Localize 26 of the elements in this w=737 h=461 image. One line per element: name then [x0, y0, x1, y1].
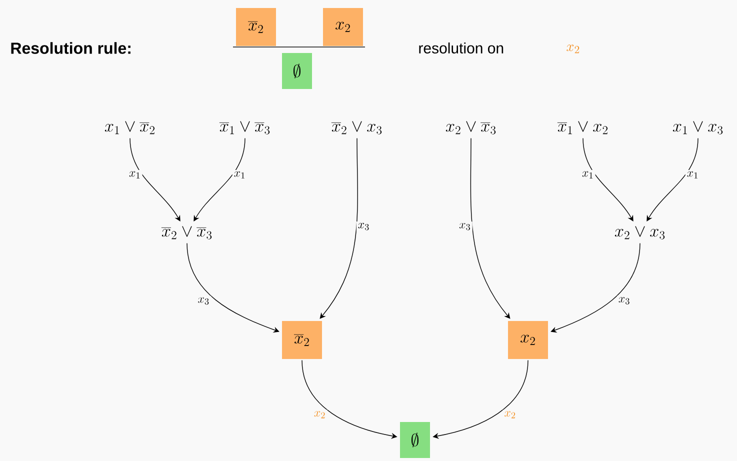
heading-text: Resolution rule:: [11, 42, 130, 54]
arrow: [470, 138, 510, 319]
clause-text: $\overline{x}_1 \vee x_2$: [557, 121, 608, 134]
caption-text: resolution on: [419, 42, 504, 54]
edge-label: $x_3$: [458, 222, 472, 232]
variable-label: $x_2$: [566, 44, 580, 54]
edge-label: $x_1$: [128, 170, 142, 180]
clause-text: $\overline{x}_2 \vee \overline{x}_3$: [161, 226, 212, 240]
clause-text: $\overline{x}_1 \vee \overline{x}_3$: [219, 121, 270, 134]
clause-text: $\overline{x}_2 \vee x_3$: [331, 121, 382, 134]
empty-clause-box: $\emptyset$: [282, 53, 312, 89]
edge-label: $x_2$: [502, 410, 518, 420]
literal-box: $x_2$: [323, 8, 363, 46]
clause-text: $x_2 \vee x_3$: [614, 226, 665, 240]
edge-label: $x_3$: [356, 222, 372, 232]
empty-clause-box: $\emptyset$: [400, 422, 430, 458]
edge-label: $x_3$: [616, 296, 632, 306]
clause-text: $x_1 \vee \overline{x}_2$: [104, 121, 154, 134]
arrow: [550, 242, 640, 333]
literal-box: $\overline{x}_2$: [282, 321, 322, 359]
edge-label: $x_1$: [580, 170, 596, 180]
arrow: [320, 138, 358, 319]
clause-text: $x_2 \vee \overline{x}_3$: [446, 121, 496, 134]
clause-text: $x_1 \vee x_3$: [672, 121, 723, 134]
literal-box: $x_2$: [508, 321, 548, 359]
literal-box: $\overline{x}_2$: [236, 8, 276, 46]
